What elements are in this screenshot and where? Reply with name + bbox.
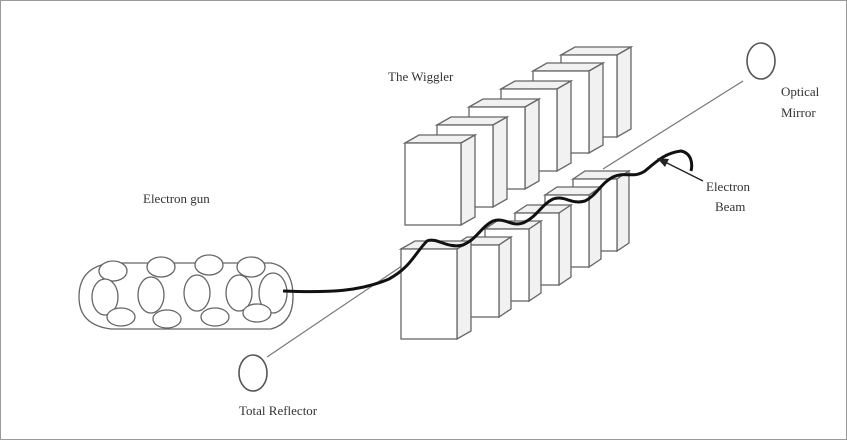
- label-total-reflector: Total Reflector: [239, 403, 318, 418]
- label-electron-gun: Electron gun: [143, 191, 210, 206]
- electron-beam-arrow: [657, 158, 703, 181]
- electron-gun: [79, 255, 293, 329]
- label-undulator: The Wiggler: [388, 69, 454, 84]
- label-optical-mirror-line2: Mirror: [781, 105, 816, 120]
- label-electron-beam-line2: Beam: [715, 199, 745, 214]
- label-electron-beam-line1: Electron: [706, 179, 751, 194]
- label-optical-mirror-line1: Optical: [781, 84, 820, 99]
